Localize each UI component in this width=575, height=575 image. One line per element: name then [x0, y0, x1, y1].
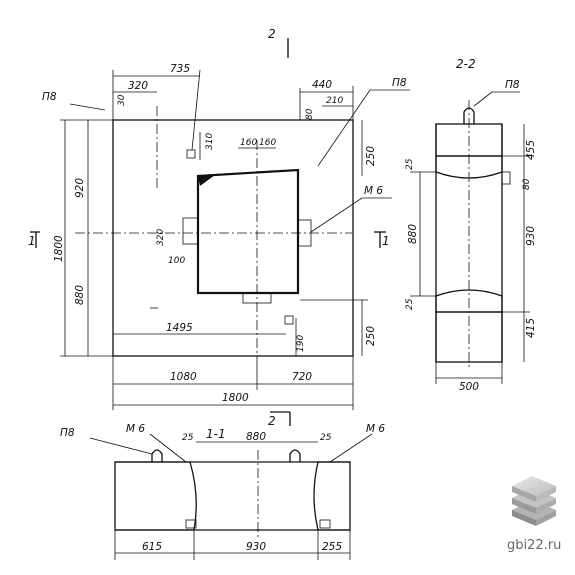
- section22-dim-455: 455: [525, 140, 537, 160]
- dim-1800-v: 1800: [53, 235, 65, 262]
- dim-720: 720: [292, 371, 312, 383]
- section22-title: 2-2: [456, 57, 476, 71]
- dim-1800-h: 1800: [222, 392, 249, 404]
- section11-dim-615: 615: [142, 541, 162, 553]
- loop-plan-bottom: [284, 315, 294, 325]
- section11-hatch-left: [114, 461, 197, 531]
- label-loop-left: П8: [42, 91, 57, 103]
- dim-1080: 1080: [170, 371, 197, 383]
- label-loop-right: П8: [392, 77, 407, 89]
- label-plate: М 6: [364, 185, 383, 197]
- leader-loop-left: [69, 103, 106, 111]
- section11-loop-right: [289, 449, 301, 462]
- section11-dim-880: 880: [246, 431, 266, 443]
- loop-plan-top: [186, 149, 196, 159]
- section11-title: 1-1: [206, 427, 226, 441]
- watermark-text: gbi22.ru: [507, 538, 561, 553]
- dim-80: 80: [305, 108, 315, 120]
- dim-250-bottom: 250: [365, 326, 377, 346]
- dim-320: 320: [128, 80, 148, 92]
- section11-leader-plate-left: [149, 433, 187, 463]
- section22-loop-label: П8: [505, 79, 520, 91]
- section22-plate: [501, 171, 511, 185]
- section-mark-bottom: 2: [268, 414, 276, 428]
- section22-loop: [463, 107, 475, 124]
- dim-1495: 1495: [166, 322, 193, 334]
- section-mark-right: 1: [382, 234, 390, 248]
- opening-outline: [196, 168, 300, 295]
- section22-dim-25-top: 25: [405, 158, 415, 170]
- dim-735: 735: [170, 63, 190, 75]
- section22-dim-500: 500: [459, 381, 479, 393]
- section11-hatch-right: [313, 461, 351, 531]
- dim-160-b: 160: [259, 138, 276, 148]
- dim-100: 100: [168, 256, 185, 266]
- section22-dim-880: 880: [407, 224, 419, 244]
- section22-dim-930: 930: [525, 226, 537, 246]
- section11-loop-left: [151, 449, 163, 462]
- section11-loop-label: П8: [60, 427, 75, 439]
- section11-dim-25-left: 25: [182, 433, 194, 443]
- dim-440: 440: [312, 79, 332, 91]
- dim-320-inner: 320: [156, 229, 166, 246]
- slab-outline: [112, 119, 354, 357]
- dim-190: 190: [296, 335, 306, 352]
- stacked-slabs-icon: [512, 476, 556, 526]
- section11-dim-930: 930: [246, 541, 266, 553]
- ext-line-735: [191, 69, 201, 151]
- dim-880-v: 880: [74, 285, 86, 305]
- dim-250-top: 250: [365, 146, 377, 166]
- plan-view: 2 2 1 1 735 320 440 210 80 30 310 160 16…: [28, 27, 410, 428]
- section22-dim-415: 415: [525, 318, 537, 338]
- section11-leader-loop: [89, 437, 153, 455]
- section11-leader-plate-right: [329, 433, 373, 463]
- dim-210: 210: [326, 96, 343, 106]
- opening-corner-fill: [198, 175, 215, 186]
- section22-dim-25-bottom: 25: [405, 298, 415, 310]
- section22-dim-80: 80: [522, 178, 532, 190]
- leader-loop-right: [317, 89, 371, 167]
- leader-plate: [310, 197, 363, 233]
- section-2-2: 2-2 П8 455 80 930 415 880 25 25 500: [405, 57, 537, 393]
- dim-30: 30: [117, 94, 127, 106]
- section11-plate-right-label: М 6: [366, 423, 385, 435]
- section11-plate-left-label: М 6: [126, 423, 145, 435]
- dim-920: 920: [74, 178, 86, 198]
- section11-dim-25-right: 25: [320, 433, 332, 443]
- section-mark-top: 2: [268, 27, 276, 41]
- section11-dim-255: 255: [322, 541, 342, 553]
- dim-160-a: 160: [240, 138, 257, 148]
- section22-leader: [473, 91, 493, 107]
- embedded-plate-left: [182, 217, 199, 245]
- section-1-1: 1-1 П8 М 6 М 6 25 880 25 615 930 255: [60, 423, 385, 560]
- section11-plate-left: [185, 519, 197, 529]
- section-mark-left: 1: [28, 234, 36, 248]
- section11-plate-right: [319, 519, 331, 529]
- watermark: gbi22.ru: [507, 476, 561, 553]
- dim-310: 310: [205, 133, 215, 150]
